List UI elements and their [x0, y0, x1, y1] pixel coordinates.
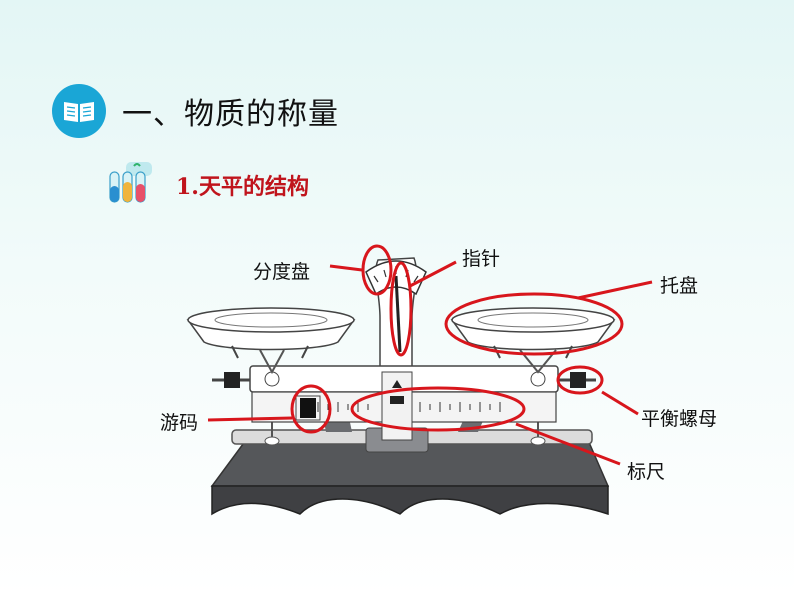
label-balance-nut: 平衡螺母 — [641, 408, 718, 430]
label-pan: 托盘 — [660, 275, 699, 297]
test-tubes-icon — [106, 160, 154, 210]
pan-highlight — [444, 292, 624, 356]
label-rider: 游码 — [160, 412, 199, 434]
pan-left — [186, 307, 356, 359]
rider-highlight — [290, 384, 332, 434]
section-title: 一、物质的称量 — [122, 97, 339, 132]
label-scale: 标尺 — [627, 461, 666, 483]
pointer-highlight — [389, 261, 413, 357]
balance-base — [210, 429, 610, 516]
pan-right — [450, 307, 616, 359]
section-heading: 一、物质的称量 — [52, 82, 339, 140]
balance-nut-right — [558, 372, 596, 388]
subsection-heading: 1.天平的结构 — [106, 160, 309, 210]
dial-highlight — [361, 244, 393, 296]
scale-highlight — [350, 386, 526, 432]
label-pointer: 指针 — [462, 248, 501, 270]
nut-highlight — [556, 365, 604, 395]
subsection-title: 1.天平的结构 — [176, 174, 309, 200]
label-dial: 分度盘 — [253, 261, 311, 283]
open-book-icon — [52, 84, 106, 138]
balance-nut-left — [212, 372, 250, 388]
